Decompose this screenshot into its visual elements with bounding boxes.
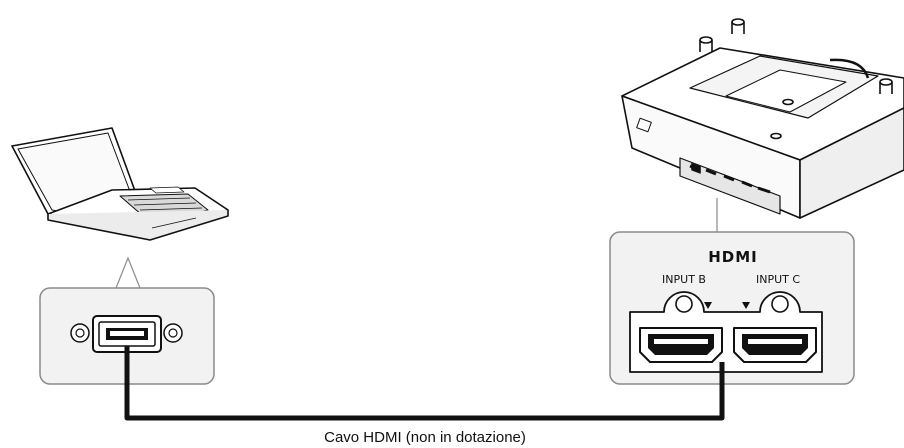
input-b-label: INPUT B [662,273,706,286]
input-c-arrow-icon [742,302,750,309]
input-c-label: INPUT C [756,273,800,286]
laptop-callout [115,256,141,289]
input-c-screw-icon [771,295,789,313]
input-c-hdmi-port-icon [733,327,817,363]
laptop-icon [11,127,229,241]
hdmi-cable-line [124,346,725,421]
projector-port-panel: HDMI INPUT B INPUT C [609,231,855,385]
input-b-arrow-icon [704,302,712,309]
hdmi-logo: HDMI [708,248,758,266]
projector-icon [621,18,904,219]
input-b-hdmi-port-icon [639,327,723,363]
cable-caption: Cavo HDMI (non in dotazione) [324,429,526,446]
input-b-screw-icon [675,295,693,313]
laptop-hdmi-port-icon [92,315,162,353]
laptop-port-panel [39,287,215,385]
